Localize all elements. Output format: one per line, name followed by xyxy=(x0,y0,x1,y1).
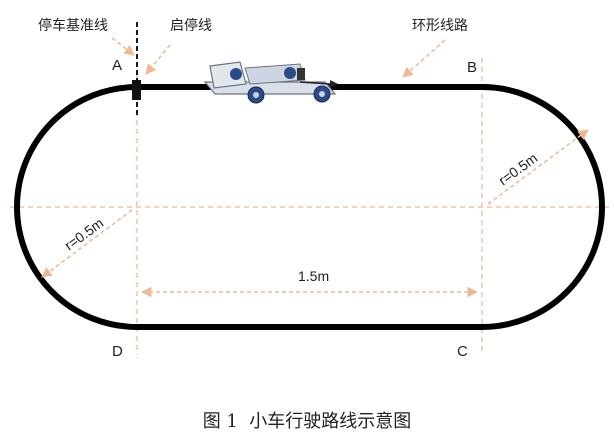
wheel-front-right xyxy=(284,67,296,79)
stop-line-pointer xyxy=(111,37,135,56)
point-c-label: C xyxy=(457,343,468,360)
figure-caption: 图 1 小车行驶路线示意图 xyxy=(203,411,412,432)
car-board xyxy=(244,63,306,85)
point-a-label: A xyxy=(112,57,122,74)
wheel-rear-left-hub xyxy=(253,92,259,98)
car-illustration xyxy=(203,61,338,104)
track-pointer xyxy=(402,39,446,78)
start-line-label: 启停线 xyxy=(170,17,212,34)
car-front-arrow-head xyxy=(330,80,338,88)
radius-left-arrow xyxy=(41,209,133,278)
radius-left-label: r=0.5m xyxy=(61,215,106,254)
car-front-arrow xyxy=(299,81,331,85)
point-d-label: D xyxy=(112,343,123,360)
point-b-label: B xyxy=(467,59,477,76)
wheel-rear-right xyxy=(230,68,242,80)
start-line-pointer xyxy=(145,44,171,75)
wheel-front-left-hub xyxy=(319,91,325,97)
start-stop-mark xyxy=(132,80,141,100)
length-label: 1.5m xyxy=(298,268,329,284)
track-label: 环形线路 xyxy=(412,18,468,34)
stop-line-label: 停车基准线 xyxy=(38,17,108,34)
leader-arrows xyxy=(41,37,589,298)
radius-right-arrow xyxy=(487,129,589,205)
guide-lines xyxy=(10,58,612,355)
car-sensor xyxy=(297,68,305,80)
